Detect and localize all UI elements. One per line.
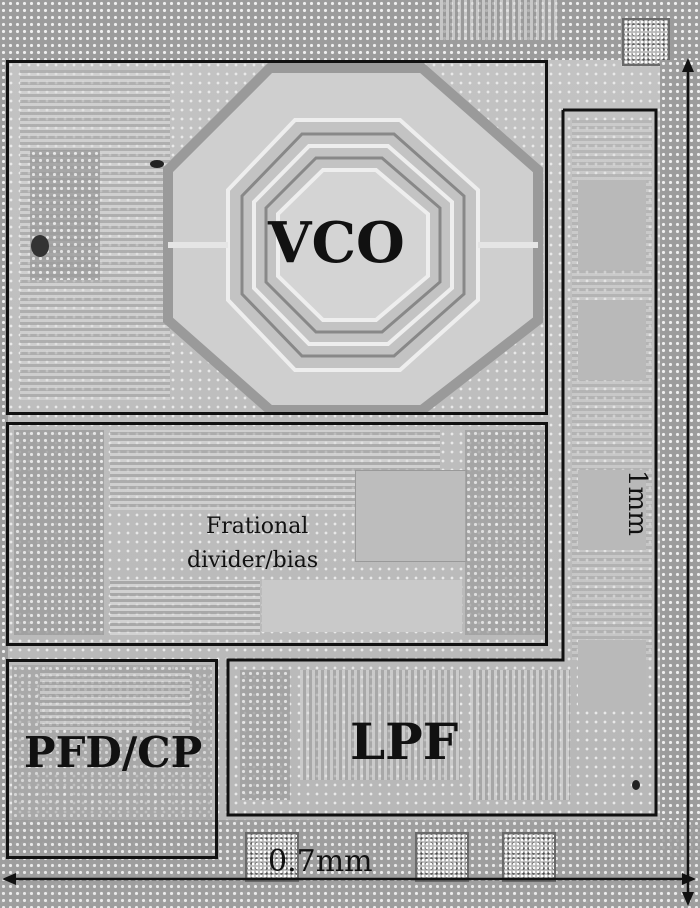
- divider-right-cells: [465, 430, 545, 635]
- lpf-label: LPF: [350, 712, 459, 771]
- particle-defect: [31, 235, 49, 257]
- divider-left-cells: [14, 430, 104, 635]
- lpf-capacitor: [578, 180, 646, 270]
- pfd-cp-block-outline: [6, 659, 218, 859]
- divider-bias-rows: [110, 580, 260, 635]
- particle-defect: [632, 780, 640, 790]
- lpf-resistors: [300, 670, 460, 780]
- bottom-io-ring: [0, 820, 700, 908]
- left-io-ring: [0, 60, 8, 820]
- pfd-cp-label: PFD/CP: [24, 728, 203, 777]
- divider-label-line2: divider/bias: [187, 548, 319, 573]
- divider-block-outline: [6, 422, 548, 646]
- divider-label-line1: Frational: [206, 514, 309, 539]
- bias-capacitor: [262, 580, 462, 632]
- inductor-turn-3: [252, 144, 454, 346]
- bond-pad: [502, 832, 556, 882]
- inductor-turn-2: [240, 132, 466, 358]
- arrow-left-icon: [2, 873, 16, 885]
- lpf-resistor-bank: [470, 670, 570, 800]
- arrow-down-icon: [682, 892, 694, 906]
- top-metal-stripes: [440, 0, 560, 40]
- vco-block-outline: [6, 60, 548, 415]
- particle-defect: [150, 160, 164, 168]
- lpf-switches: [240, 670, 290, 800]
- pfd-logic: [40, 670, 190, 730]
- bond-pad: [415, 832, 469, 882]
- vco-transistors: [30, 150, 100, 280]
- lpf-capacitor: [578, 470, 646, 550]
- height-dimension-label: 1mm: [622, 470, 652, 536]
- width-dimension-label: 0.7mm: [268, 844, 373, 879]
- inductor-turn-inner: [276, 168, 430, 322]
- divider-macro: [355, 470, 467, 562]
- inductor-turn-4: [264, 156, 442, 334]
- bond-pad: [245, 832, 299, 882]
- lpf-capacitor: [578, 640, 646, 710]
- top-io-ring: [0, 0, 700, 60]
- arrow-up-icon: [682, 58, 694, 72]
- bond-pad: [622, 18, 670, 66]
- right-io-ring: [660, 60, 700, 860]
- vco-label: VCO: [268, 210, 405, 276]
- lpf-capacitor: [578, 300, 646, 380]
